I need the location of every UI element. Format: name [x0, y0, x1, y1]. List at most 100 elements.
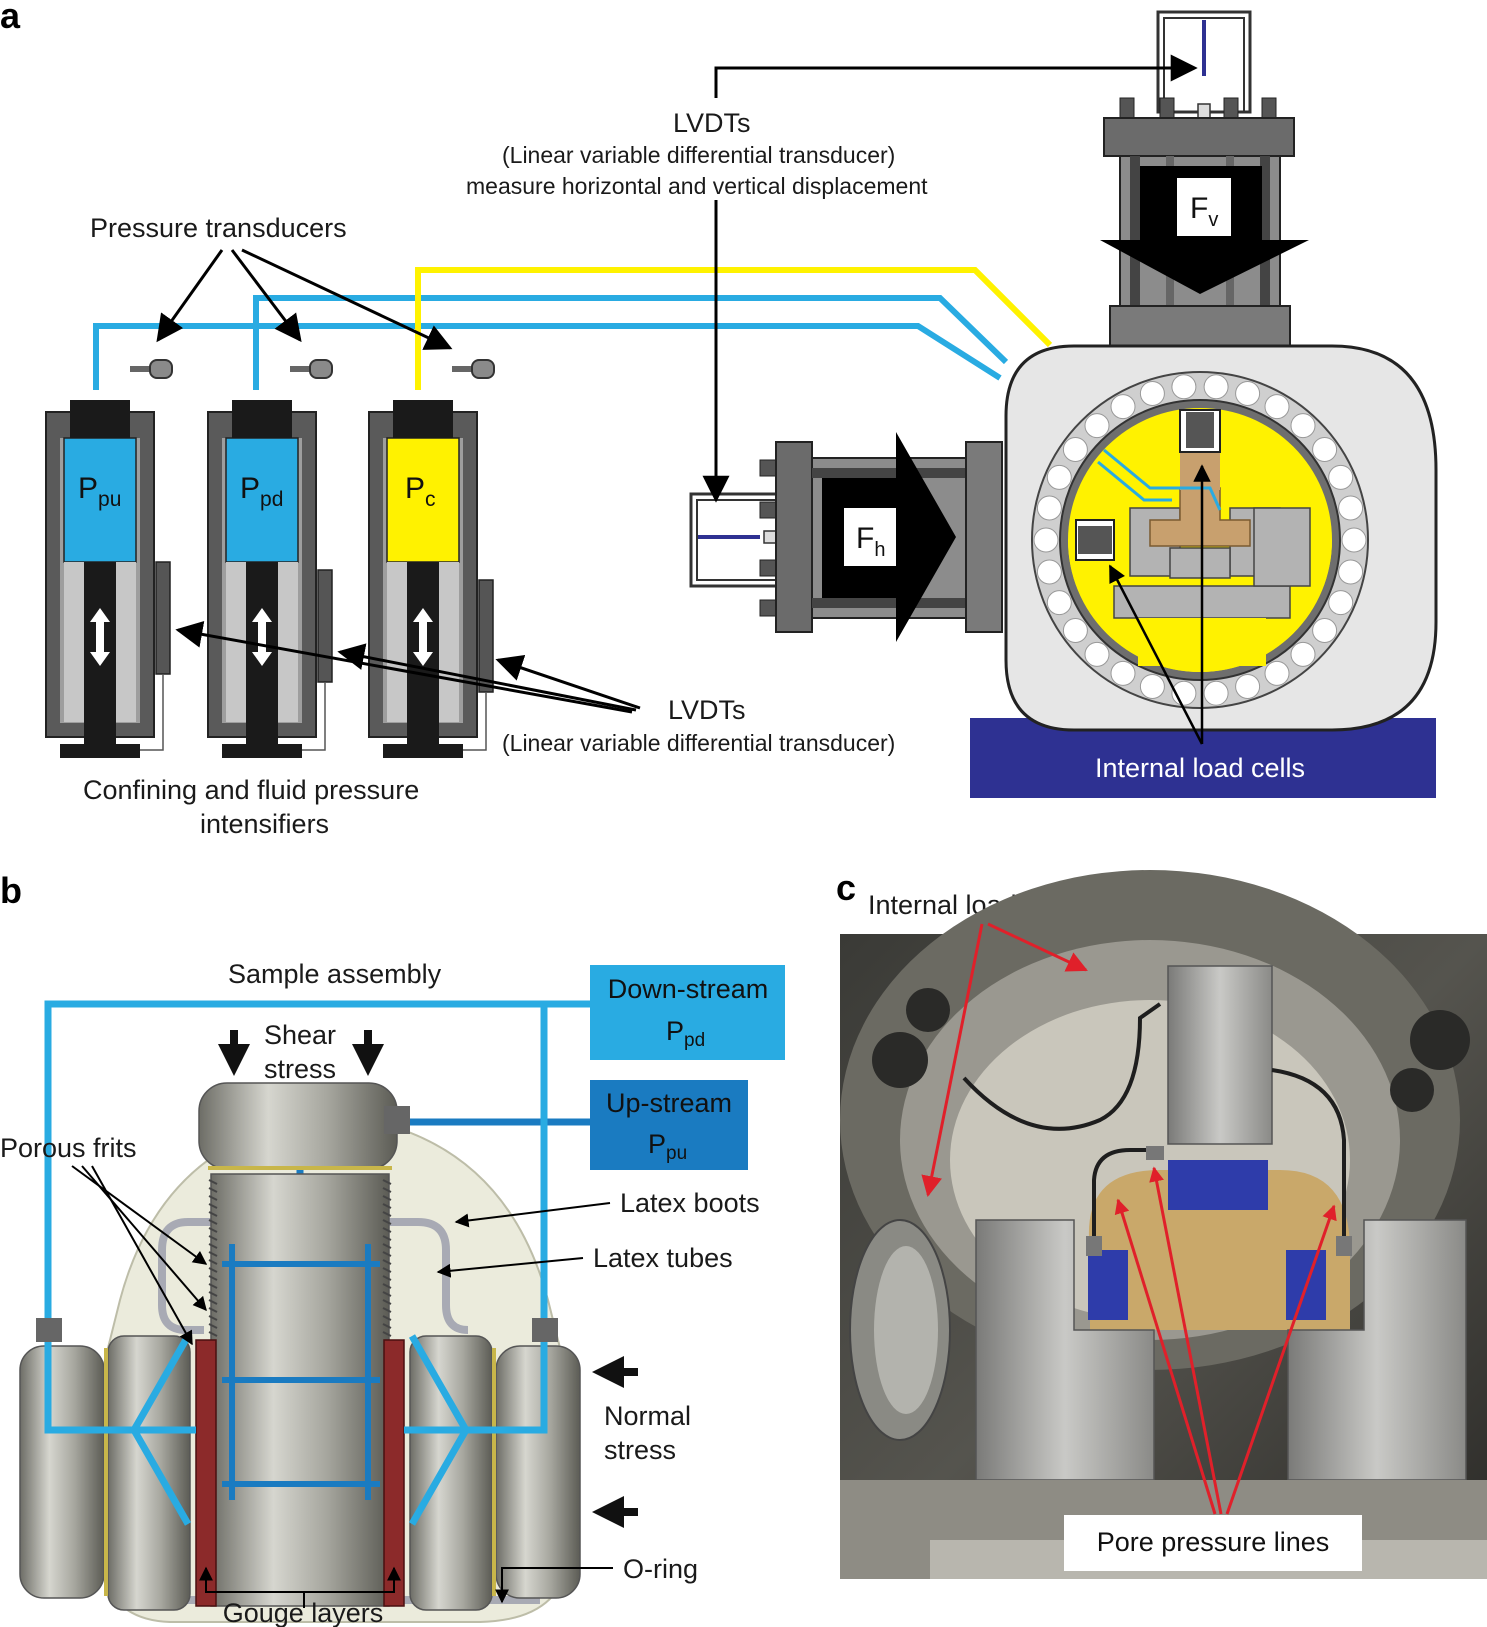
intensifier-caption-line1: Confining and fluid pressure: [83, 775, 419, 805]
bearing-ball: [1235, 674, 1261, 699]
thread-tick: [208, 1283, 218, 1289]
panel-label-a: a: [0, 0, 21, 36]
latex-tubes-label: Latex tubes: [593, 1243, 733, 1273]
o-rings: [104, 1166, 496, 1596]
thread-tick: [382, 1195, 392, 1201]
thread-tick: [208, 1243, 218, 1249]
side-block-right: [409, 1335, 493, 1611]
latex-tube: [158, 1218, 218, 1334]
bearing-ball: [1290, 641, 1316, 667]
thread-tick: [382, 1235, 392, 1241]
thread-tick: [382, 1291, 392, 1297]
downstream-port-left: [36, 1318, 62, 1342]
force-h-label: Fh: [856, 522, 885, 561]
shear-arrow-right: [352, 1030, 384, 1076]
bearing-ball: [1084, 641, 1110, 667]
upstream-box: [590, 1080, 748, 1170]
normal-stress-line1: Normal: [604, 1401, 691, 1431]
bearing-ball: [1312, 437, 1338, 462]
thread-tick: [208, 1331, 218, 1337]
outer-piston-right: [495, 1345, 581, 1599]
bearing-ball: [1033, 527, 1059, 553]
thread-tick: [382, 1275, 392, 1281]
thread-tick: [382, 1299, 392, 1305]
panel-label-c: c: [836, 867, 856, 908]
lvdt-top-title: LVDTs: [673, 108, 751, 138]
force-v-label: Fv: [1190, 192, 1218, 231]
latex-boots-label: Latex boots: [620, 1188, 760, 1218]
lvdt-bottom-description: (Linear variable differential transducer…: [502, 730, 895, 756]
thread-tick: [382, 1251, 392, 1257]
thread-tick: [208, 1307, 218, 1313]
o-ring-pointer: [495, 1567, 613, 1604]
bearing-ball: [1312, 618, 1338, 643]
normal-stress-line2: stress: [604, 1435, 676, 1465]
thread-tick: [208, 1259, 218, 1265]
thread-tick: [382, 1283, 392, 1289]
load-cell-arrows-a: [1108, 464, 1211, 745]
thread-tick: [208, 1219, 218, 1225]
central-block: [210, 1173, 390, 1607]
latex-tube: [380, 1218, 469, 1334]
bearing-ball: [1171, 374, 1197, 400]
downstream-line: [44, 1000, 590, 1526]
bearing-ball: [1341, 527, 1367, 553]
top-piston: [198, 1082, 398, 1170]
bearing-ball: [1264, 660, 1290, 686]
panel-label-b: b: [0, 870, 22, 911]
sample-assembly-label: Sample assembly: [228, 959, 442, 989]
bearing-ball: [1290, 413, 1316, 439]
thread-tick: [382, 1243, 392, 1249]
bearing-ball: [1036, 495, 1062, 521]
lvdt-bottom-title: LVDTs: [668, 695, 746, 725]
bearing-ball: [1110, 660, 1136, 686]
bearing-ball: [1062, 618, 1088, 643]
label-p-pu: Ppu: [78, 472, 121, 511]
thread-tick: [382, 1179, 392, 1185]
internal-load-cells-label-a: Internal load cells: [1095, 753, 1305, 783]
bearing-ball: [1338, 559, 1364, 585]
gouge-layer-right: [383, 1339, 405, 1607]
thread-tick: [382, 1315, 392, 1321]
normal-arrow-top: [592, 1356, 638, 1388]
bearing-ball: [1062, 437, 1088, 462]
bearing-ball: [1338, 495, 1364, 521]
thread-tick: [208, 1275, 218, 1281]
downstream-title: Down-stream: [608, 974, 769, 1004]
bearing-ball: [1235, 381, 1261, 406]
thread-tick: [382, 1259, 392, 1265]
lvdt-bottom-arrows: [175, 621, 641, 714]
thread-tick: [382, 1331, 392, 1337]
thread-tick: [382, 1203, 392, 1209]
bearing-ball: [1084, 413, 1110, 439]
pore-pressure-lines-label: Pore pressure lines: [1097, 1527, 1330, 1557]
bearing-ball: [1139, 381, 1165, 406]
thread-tick: [382, 1219, 392, 1225]
side-block-left: [107, 1335, 191, 1611]
shear-stress-line1: Shear: [264, 1020, 336, 1050]
shear-stress-line2: stress: [264, 1054, 336, 1084]
lvdt-top-line2: measure horizontal and vertical displace…: [466, 173, 928, 199]
bearing-ball: [1046, 464, 1072, 490]
downstream-box: [590, 965, 785, 1060]
thread-tick: [208, 1315, 218, 1321]
bearing-ball: [1328, 464, 1354, 490]
bearing-ball: [1264, 394, 1290, 420]
thread-tick: [382, 1211, 392, 1217]
o-ring-label: O-ring: [623, 1554, 698, 1584]
thread-tick: [208, 1195, 218, 1201]
thread-tick: [208, 1179, 218, 1185]
thread-tick: [382, 1307, 392, 1313]
downstream-port-right: [532, 1318, 558, 1342]
intensifier-upstream: [45, 400, 171, 758]
thread-tick: [208, 1267, 218, 1273]
normal-arrow-bottom: [592, 1496, 638, 1528]
intensifier-caption-line2: intensifiers: [200, 809, 329, 839]
pressure-transducer-sensors: [130, 359, 495, 379]
gouge-layers-pointer: [199, 1566, 401, 1608]
intensifier-downstream: [207, 400, 333, 758]
upstream-title: Up-stream: [606, 1088, 732, 1118]
gouge-layers-label: Gouge layers: [223, 1598, 384, 1627]
latex-tubes-pointer: [436, 1257, 584, 1278]
